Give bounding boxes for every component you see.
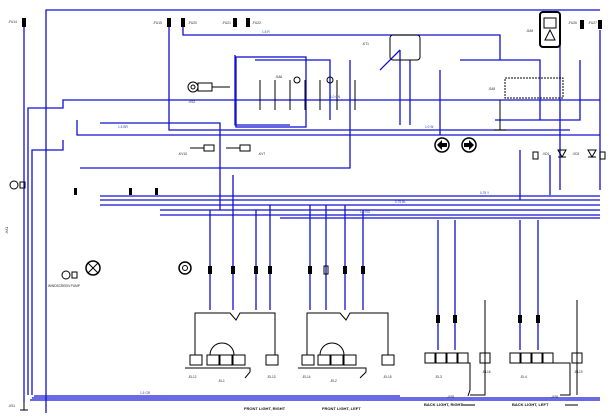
flasher-relay xyxy=(379,34,421,71)
wire-label: 1.5 R xyxy=(262,30,270,34)
wire-label: 0.75 BL xyxy=(395,200,406,204)
relay-label: -KV10 xyxy=(178,152,187,156)
ground-label: -XS5 xyxy=(447,395,454,399)
diode-icons xyxy=(532,149,606,160)
fuse-label: -FU27 xyxy=(588,21,597,25)
front-light-left xyxy=(298,312,395,379)
light-label: -EL12 xyxy=(188,375,197,379)
switch-label: -SA6 xyxy=(275,75,282,79)
ground-label: -XS6 xyxy=(551,395,558,399)
hazard-switch-icon xyxy=(539,11,561,48)
indicator-left-icon xyxy=(434,137,450,153)
ground-label: -XS1 xyxy=(8,404,15,408)
diode-label: -VD2 xyxy=(572,152,579,156)
multi-switch xyxy=(504,77,564,99)
ring-terminal-icon xyxy=(187,81,230,93)
relay-label: -KV7 xyxy=(258,152,265,156)
section-title-front-right: FRONT LIGHT, RIGHT xyxy=(244,406,286,411)
fuse-label: -FU26 xyxy=(568,21,577,25)
washer-pump-icon xyxy=(61,270,78,280)
ground-icon xyxy=(20,402,28,411)
light-label: -EL1 xyxy=(218,379,225,383)
horn-icon xyxy=(9,180,26,190)
light-label: -EL4 xyxy=(520,375,527,379)
light-label: -EL14 xyxy=(302,375,311,379)
light-label: -EL3 xyxy=(435,375,442,379)
fuse-label: -FU15 xyxy=(153,21,162,25)
relays xyxy=(190,144,251,152)
light-label: -EL16 xyxy=(482,370,491,374)
light-label: -EL2 xyxy=(330,379,337,383)
section-title-back-right: BACK LIGHT, RIGHT xyxy=(424,402,463,407)
fuses xyxy=(22,18,602,29)
light-switch xyxy=(235,56,356,128)
fuse-label: -FU21 xyxy=(222,21,231,25)
section-title-front-left: FRONT LIGHT, LEFT xyxy=(322,406,361,411)
back-light-left xyxy=(509,300,583,406)
fuse-label: -FU20 xyxy=(188,21,197,25)
main-wires xyxy=(23,9,601,413)
fuse-label: -FU14 xyxy=(8,20,17,24)
wire-label: 1.0 GN xyxy=(330,95,341,99)
wire-label: 0.75 Y xyxy=(480,191,490,195)
light-label: -EL15 xyxy=(383,375,392,379)
wire-label: 1.5 GR xyxy=(140,391,151,395)
diode-label: -VD1 xyxy=(542,152,549,156)
wire-label: 1.0 W xyxy=(425,125,433,129)
washer-pump-label: WINDSCREEN PUMP xyxy=(48,284,80,288)
ground-icon xyxy=(494,100,506,131)
back-light-right xyxy=(424,300,491,406)
relay-label: -KT1 xyxy=(362,42,369,46)
switch-label: -SA5 xyxy=(488,87,495,91)
hazard-switch-label: -SA9 xyxy=(526,29,533,33)
fuse-label: -FU22 xyxy=(252,21,261,25)
light-label: -EL19 xyxy=(574,370,583,374)
wire-label: 1.5 BR xyxy=(118,125,128,129)
ground-label: -XS2 xyxy=(188,100,195,104)
wire-label: 1.0 RD xyxy=(360,210,371,214)
lamp-icon xyxy=(178,261,192,275)
horn-label: -HA1 xyxy=(5,227,9,234)
front-light-right xyxy=(185,312,279,379)
section-title-back-left: BACK LIGHT, LEFT xyxy=(512,402,549,407)
light-label: -EL13 xyxy=(267,375,276,379)
connectors xyxy=(74,188,540,323)
wiper-motor-icon xyxy=(85,260,101,276)
indicator-right-icon xyxy=(461,137,477,153)
